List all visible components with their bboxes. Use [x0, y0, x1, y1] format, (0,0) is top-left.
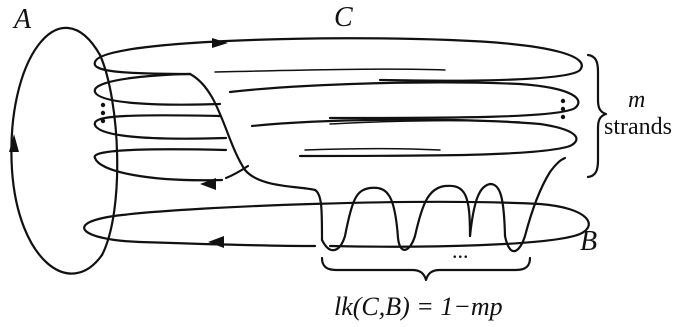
loop-c-lower-arrow — [200, 178, 216, 190]
loop-a — [9, 26, 119, 275]
label-strand-count: m — [628, 87, 646, 113]
label-c: C — [334, 2, 353, 33]
label-a: A — [14, 4, 32, 35]
loop-b-arrow — [208, 236, 224, 248]
label-strands: strands — [604, 114, 672, 140]
bottom-brace — [320, 256, 532, 282]
twist-strand: ... — [320, 156, 567, 263]
left-ellipsis — [100, 102, 106, 124]
right-ellipsis — [560, 98, 566, 120]
loop-b — [83, 200, 590, 248]
bottom-ellipsis: ... — [452, 238, 469, 263]
loop-a-arrow — [9, 134, 19, 152]
linking-number-formula: lk(C,B) = 1−mp — [334, 292, 503, 321]
right-brace — [586, 53, 608, 179]
loop-c — [93, 37, 583, 242]
loop-c-arrow — [212, 38, 228, 48]
label-b: B — [580, 226, 598, 257]
